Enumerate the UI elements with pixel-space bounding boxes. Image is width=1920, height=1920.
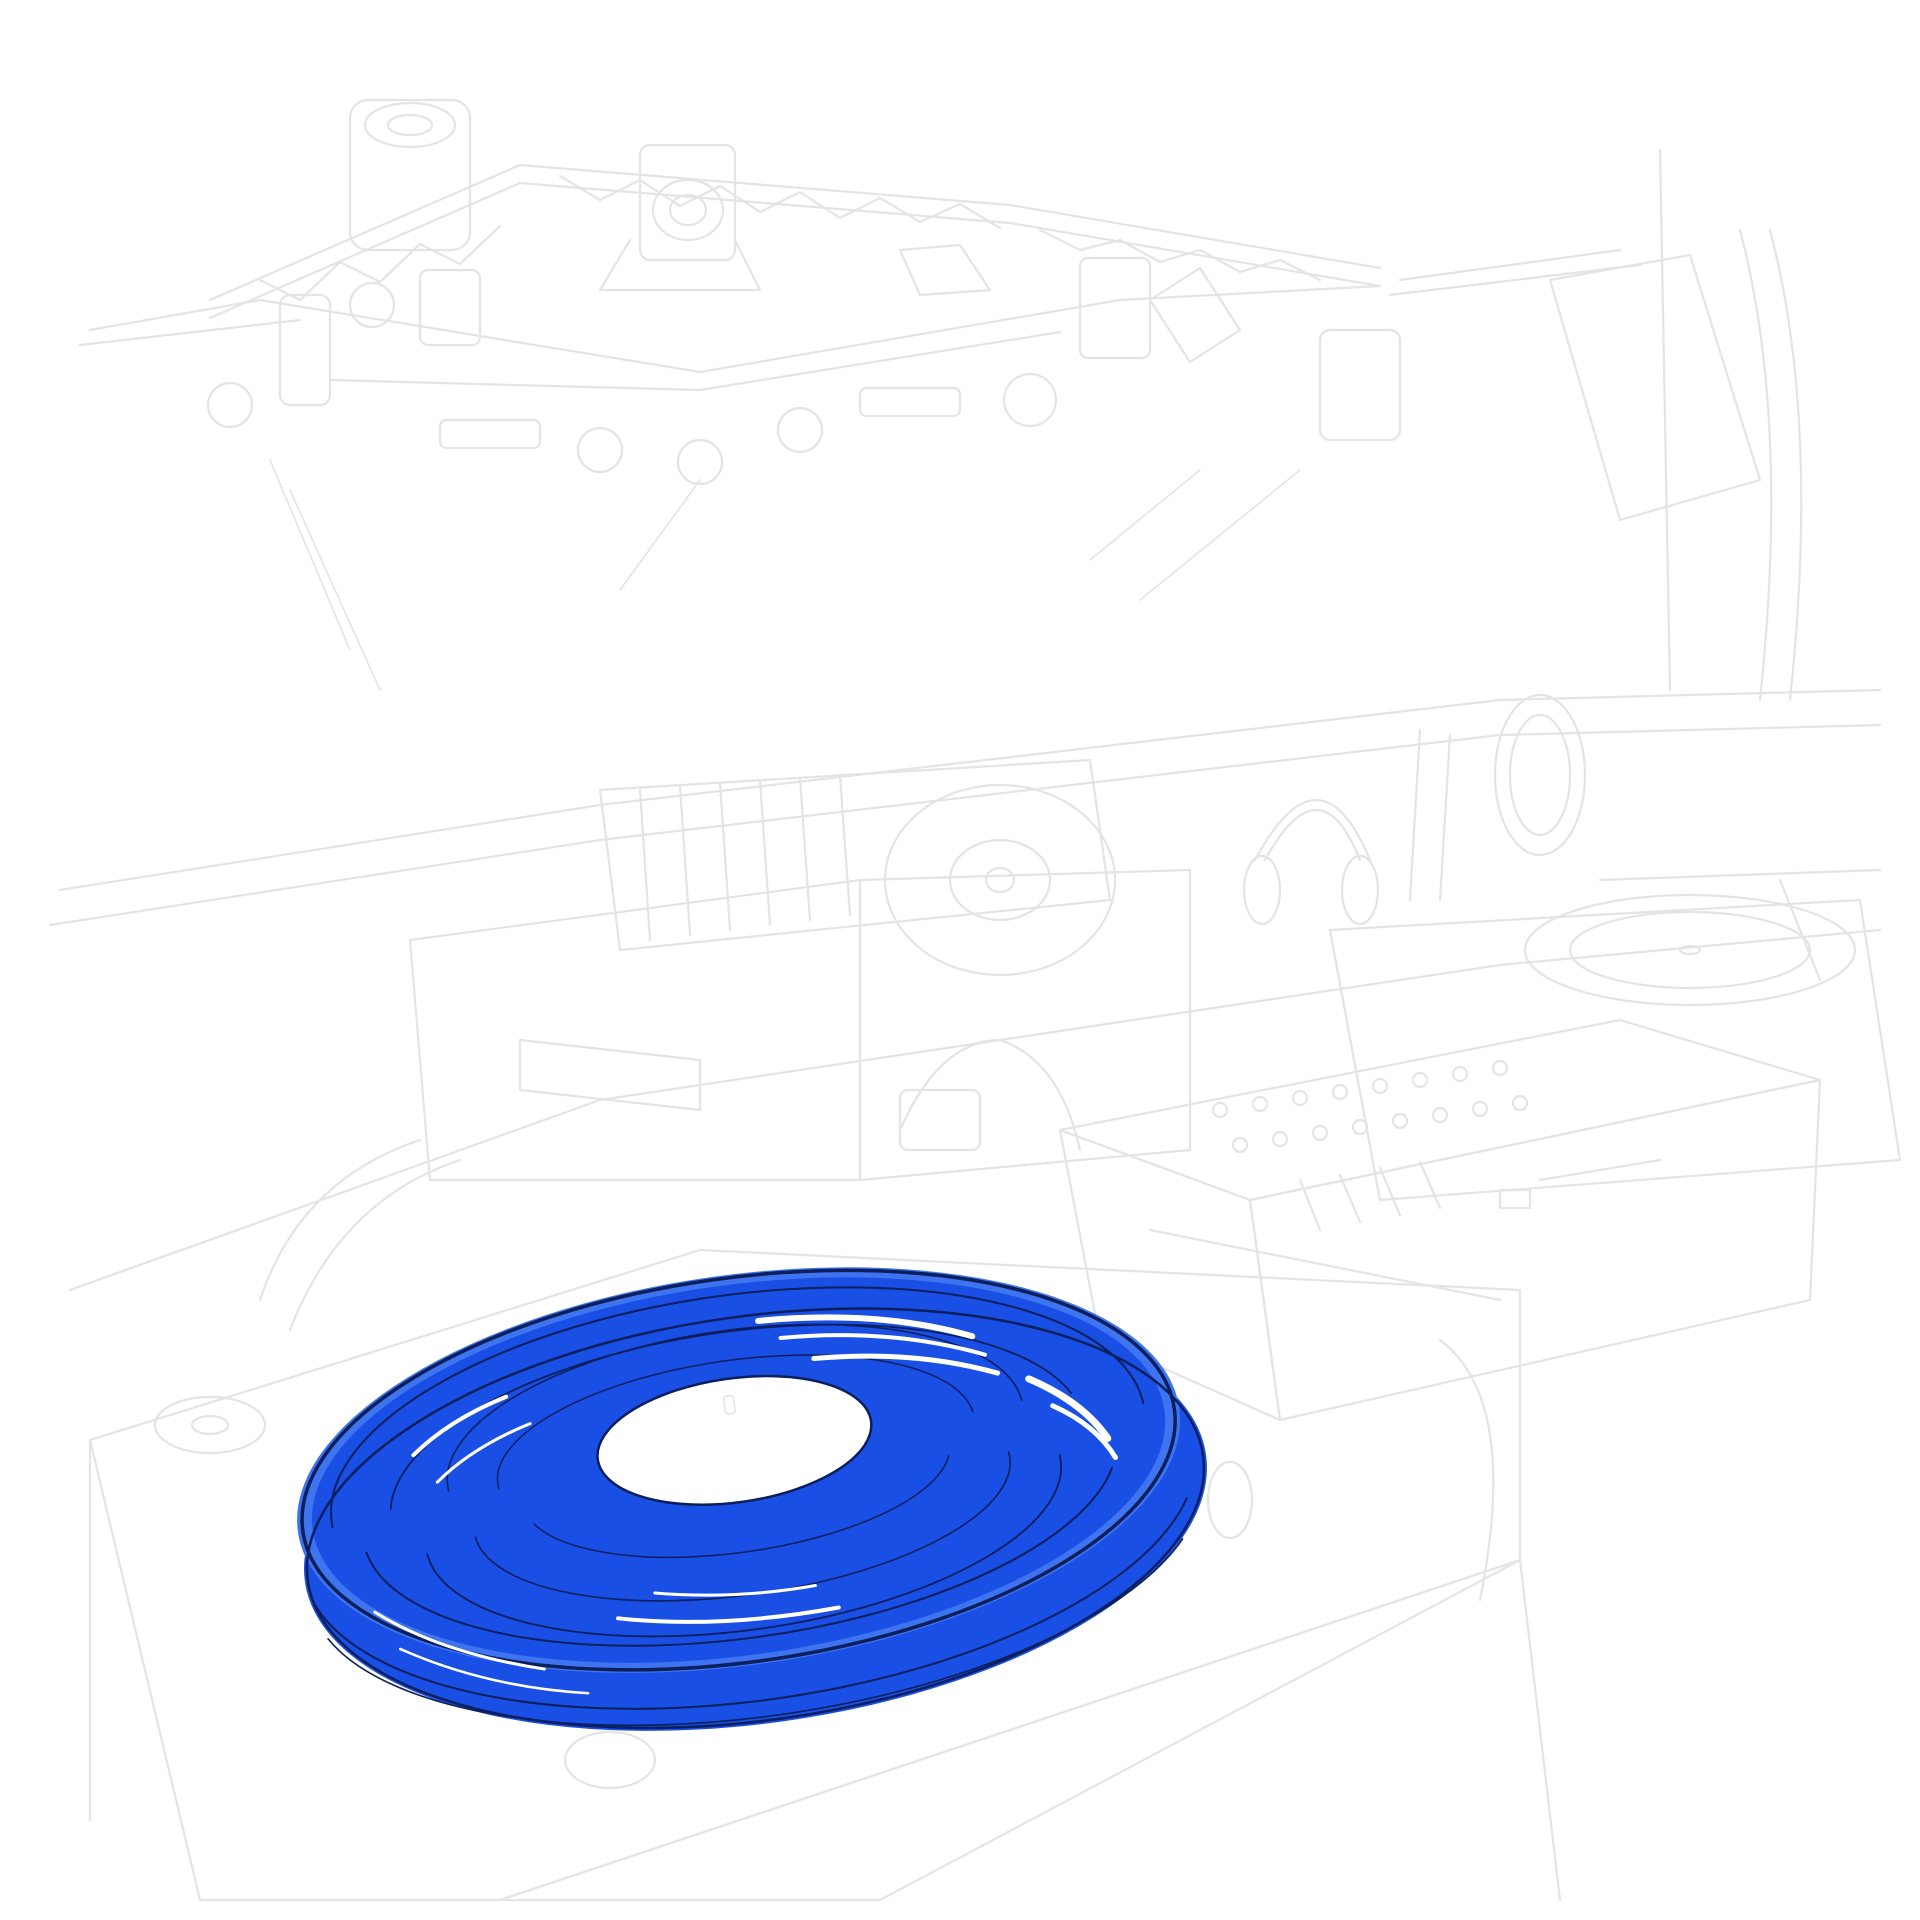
mixer: [1058, 1018, 1822, 1422]
record-crate: [408, 758, 1192, 1182]
vinyl-record: [297, 1267, 1207, 1731]
stage-lights: [206, 98, 1402, 486]
background-sketch: [48, 98, 1902, 1902]
headphones: [1242, 693, 1587, 926]
back-shelf: [48, 688, 1882, 1292]
hanging-banner: [1548, 148, 1803, 702]
record-center-hole: [597, 1376, 872, 1505]
lighting-truss: [78, 163, 1642, 392]
front-table: [88, 1038, 1562, 1902]
record-highlights: [373, 1314, 1119, 1695]
light-beams: [269, 459, 1301, 691]
turntable-right: [1328, 868, 1902, 1202]
record-spindle: [722, 1394, 736, 1415]
record-center-outline: [596, 1374, 873, 1506]
